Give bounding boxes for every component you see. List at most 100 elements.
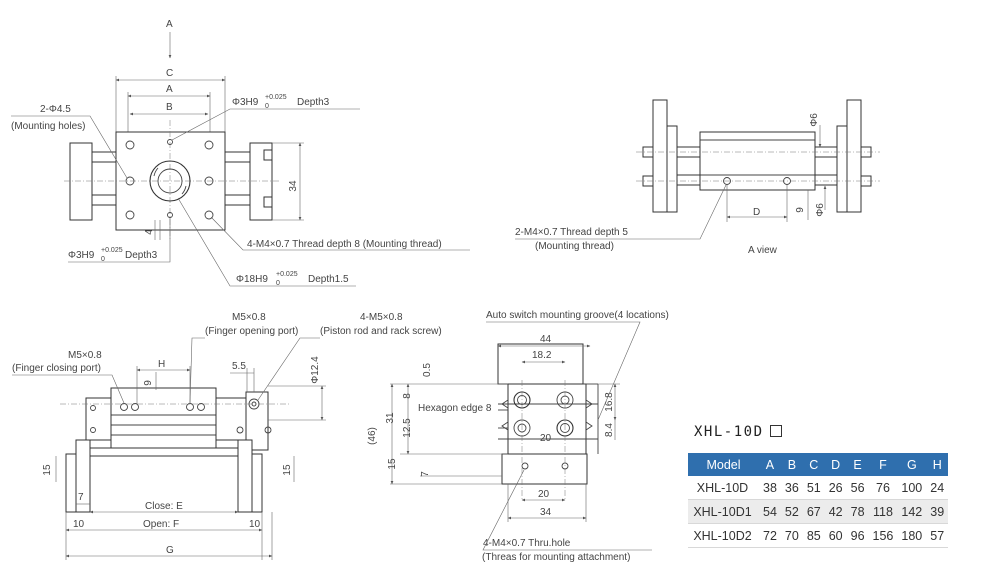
header-h: H <box>926 453 949 476</box>
front-close-label: Close: E <box>145 501 183 512</box>
pin-hole-top-tol-low: 0 <box>265 103 269 110</box>
piston-screw: 4-M5×0.8 <box>360 312 403 323</box>
table-cell: 57 <box>926 523 949 548</box>
bore-depth: Depth1.5 <box>308 274 349 285</box>
side-dim-16-8: 16.8 <box>604 392 615 412</box>
front-dim-g: G <box>166 545 174 556</box>
front-open-label: Open: F <box>143 519 179 530</box>
table-cell: 72 <box>759 523 781 548</box>
a-view-title: A view <box>748 245 778 256</box>
table-cell: 60 <box>824 523 847 548</box>
pin-hole-bottom-tol-low: 0 <box>101 256 105 263</box>
side-dim-8: 8 <box>402 393 413 399</box>
bore-size: Φ18H9 <box>236 274 268 285</box>
front-phi12-4: Φ12.4 <box>310 356 321 384</box>
front-view: H 9 5.5 Φ12.4 15 15 7 Close: E Open: F 1… <box>12 312 442 560</box>
thru-note: 4-M4×0.7 Thru.hole <box>483 538 571 549</box>
table-cell: 56 <box>846 476 869 500</box>
front-dim-5-5: 5.5 <box>232 361 246 372</box>
top-thread-note: 4-M4×0.7 Thread depth 8 (Mounting thread… <box>247 239 442 250</box>
table-cell: 85 <box>802 523 825 548</box>
table-cell: 39 <box>926 499 949 524</box>
side-dim-20-mid: 20 <box>540 433 552 444</box>
table-cell: 24 <box>926 476 949 500</box>
side-dim-12-5: 12.5 <box>402 418 413 438</box>
header-model: Model <box>688 453 759 476</box>
header-b: B <box>780 453 803 476</box>
checkbox-icon <box>769 425 782 437</box>
a-dim-d: D <box>753 207 760 218</box>
table-cell: 52 <box>780 499 803 524</box>
thru-sub: (Threas for mounting attachment) <box>482 552 630 563</box>
mount-holes-count: 2-Φ4.5 <box>40 104 71 115</box>
arrow-a-label: A <box>166 19 173 30</box>
front-dim-15-right: 15 <box>282 464 293 476</box>
dim-b: B <box>166 102 173 113</box>
table-cell: 26 <box>824 476 847 500</box>
a-phi6-top: Φ6 <box>809 113 820 127</box>
spec-table: Model A B C D E F G H XHL-10D 38 36 51 2… <box>688 453 949 548</box>
table-cell: XHL-10D <box>688 476 759 500</box>
side-dim-18-2: 18.2 <box>532 350 552 361</box>
top-view: A C A B 34 <box>11 19 470 287</box>
pin-hole-bottom: Φ3H9 <box>68 250 95 261</box>
table-row: XHL-10D 38 36 51 26 56 76 100 24 <box>688 476 949 500</box>
table-row: XHL-10D2 72 70 85 60 96 156 180 57 <box>688 523 949 548</box>
table-cell: XHL-10D2 <box>688 523 759 548</box>
dim-a: A <box>166 84 173 95</box>
opening-port: M5×0.8 <box>232 312 266 323</box>
header-e: E <box>846 453 869 476</box>
closing-port-note: (Finger closing port) <box>12 363 101 374</box>
table-cell: 38 <box>759 476 781 500</box>
svg-text:Φ3H9: Φ3H9 <box>232 97 259 108</box>
table-cell: 51 <box>802 476 825 500</box>
table-cell: 156 <box>868 523 898 548</box>
a-thread-sub: (Mounting thread) <box>535 241 614 252</box>
header-a: A <box>759 453 781 476</box>
table-cell: 180 <box>897 523 927 548</box>
header-c: C <box>802 453 825 476</box>
side-dim-20-bottom: 20 <box>538 489 550 500</box>
pin-hole-bottom-depth: Depth3 <box>125 250 158 261</box>
header-g: G <box>897 453 927 476</box>
front-dim-10-left: 10 <box>73 519 85 530</box>
side-dim-34: 34 <box>540 507 552 518</box>
side-view: 44 18.2 (46) 31 0.5 8 12.5 15 7 Hexagon … <box>367 310 669 563</box>
table-cell: XHL-10D1 <box>688 499 759 524</box>
piston-screw-note: (Piston rod and rack screw) <box>320 326 442 337</box>
table-row: XHL-10D1 54 52 67 42 78 118 142 39 <box>688 499 949 524</box>
header-f: F <box>868 453 898 476</box>
a-thread-note: 2-M4×0.7 Thread depth 5 <box>515 227 628 238</box>
table-cell: 142 <box>897 499 927 524</box>
table-cell: 96 <box>846 523 869 548</box>
side-dim-7: 7 <box>420 471 431 477</box>
side-dim-44: 44 <box>540 334 552 345</box>
pin-hole-top-depth: Depth3 <box>297 97 330 108</box>
a-view: Φ6 Φ6 D 9 2-M4×0.7 Thread depth 5 (Mount… <box>515 99 880 256</box>
dim-c: C <box>166 68 173 79</box>
front-dim-9: 9 <box>143 380 154 386</box>
side-dim-46: (46) <box>367 427 378 445</box>
header-d: D <box>824 453 847 476</box>
table-cell: 76 <box>868 476 898 500</box>
pin-hole-bottom-tol-up: +0.025 <box>101 247 123 254</box>
hex-note: Hexagon edge 8 <box>418 403 492 414</box>
side-dim-8-4: 8.4 <box>604 423 615 437</box>
front-dim-15-left: 15 <box>42 464 53 476</box>
bore-tol-low: 0 <box>276 280 280 287</box>
front-dim-10-right: 10 <box>249 519 261 530</box>
pin-hole-top: Φ3H9 <box>232 97 259 108</box>
side-dim-31: 31 <box>385 412 396 424</box>
front-dim-h: H <box>158 359 165 370</box>
dim-34: 34 <box>288 180 299 192</box>
table-cell: 78 <box>846 499 869 524</box>
table-cell: 70 <box>780 523 803 548</box>
table-cell: 36 <box>780 476 803 500</box>
table-cell: 54 <box>759 499 781 524</box>
table-cell: 42 <box>824 499 847 524</box>
bore-tol-up: +0.025 <box>276 271 298 278</box>
a-phi6-bottom: Φ6 <box>815 203 826 217</box>
opening-port-note: (Finger opening port) <box>205 326 298 337</box>
